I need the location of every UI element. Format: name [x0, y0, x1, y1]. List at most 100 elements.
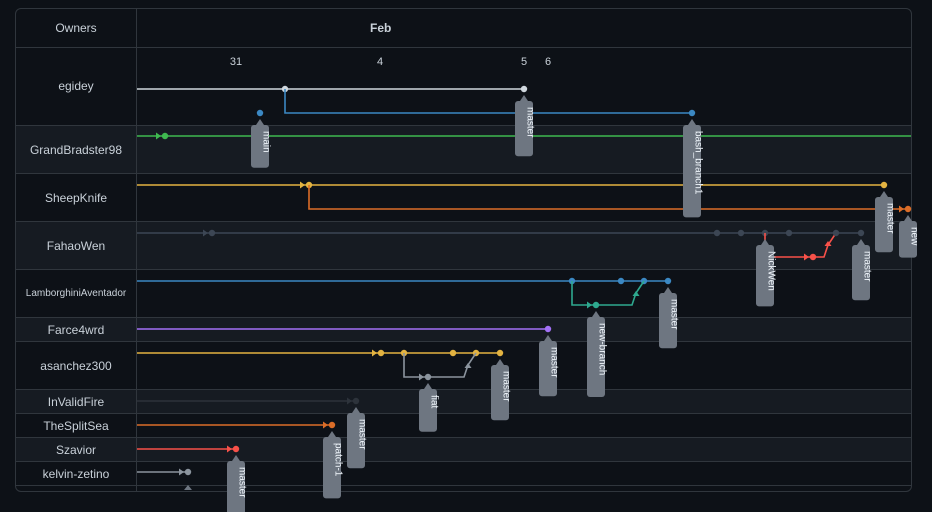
owners-header: Owners	[16, 9, 136, 48]
branch-tag-pointer	[256, 119, 264, 125]
commit-dot[interactable]	[857, 229, 865, 237]
commit-dot[interactable]	[328, 421, 336, 429]
arrow-head	[179, 468, 184, 476]
owner-name[interactable]: egidey	[58, 79, 94, 93]
branch-tag[interactable]	[852, 245, 870, 301]
branch-tag[interactable]	[875, 197, 893, 253]
branch-tag-label: master	[862, 251, 873, 282]
branch-tag[interactable]	[227, 461, 245, 512]
commit-dot[interactable]	[520, 85, 528, 93]
commit-dot[interactable]	[904, 205, 912, 213]
branch-tag[interactable]	[491, 365, 509, 421]
branch-tag-pointer	[904, 215, 912, 221]
branch-tag-pointer	[520, 95, 528, 101]
branch-tag-label: NickWen	[766, 251, 777, 291]
branch-tag-label: master	[549, 347, 560, 378]
commit-dot[interactable]	[496, 349, 504, 357]
branch-line	[571, 281, 596, 306]
branch-tag[interactable]	[683, 125, 701, 218]
branch-tag-pointer	[496, 359, 504, 365]
branch-tag[interactable]	[251, 125, 269, 168]
commit-dot[interactable]	[256, 109, 264, 117]
branch-tag-pointer	[544, 335, 552, 341]
owner-name[interactable]: SheepKnife	[44, 191, 108, 205]
branch-tag-pointer	[761, 239, 769, 245]
branch-tag[interactable]	[587, 317, 605, 397]
arrow-head	[300, 181, 305, 189]
commit-dot[interactable]	[544, 325, 552, 333]
branch-tag-label: master	[237, 467, 248, 498]
branch-tag-label: master	[885, 203, 896, 234]
owner-row	[16, 438, 911, 462]
arrow-head	[227, 445, 232, 453]
owner-row	[16, 174, 911, 222]
branch-tag[interactable]	[347, 413, 365, 469]
day-label-4: 4	[376, 56, 384, 68]
owner-name[interactable]: FahaoWen	[46, 239, 106, 253]
owner-name[interactable]: Farce4wrd	[47, 323, 105, 337]
arrow-head	[464, 363, 472, 368]
arrow-head	[632, 291, 640, 296]
arrow-head	[156, 132, 161, 140]
branch-line	[596, 280, 645, 306]
branch-line	[308, 185, 911, 210]
branch-tag-label: fiat	[429, 395, 440, 409]
commit-dot[interactable]	[377, 349, 385, 357]
arrow-head	[899, 205, 904, 213]
branch-tag-pointer	[232, 455, 240, 461]
branch-tag[interactable]	[659, 293, 677, 349]
owner-row	[16, 47, 911, 126]
owner-name[interactable]: InValidFire	[47, 395, 105, 409]
owner-name[interactable]: kelvin-zetino	[42, 467, 110, 481]
owner-name[interactable]: asanchez300	[40, 359, 112, 373]
owner-row	[16, 318, 911, 342]
owner-row	[16, 342, 911, 390]
commit-dot[interactable]	[617, 277, 625, 285]
branch-tag[interactable]	[756, 245, 774, 307]
arrow-head	[323, 421, 328, 429]
owner-row	[16, 270, 911, 318]
branch-tag-pointer	[880, 191, 888, 197]
branch-tag-label: new	[909, 227, 920, 246]
branch-tag-pointer	[424, 383, 432, 389]
branch-tag[interactable]	[323, 437, 341, 499]
branch-tag[interactable]	[515, 101, 533, 157]
arrow-head	[419, 373, 424, 381]
day-label-5: 5	[520, 56, 528, 68]
owner-name[interactable]: GrandBradster98	[29, 143, 123, 157]
commit-dot[interactable]	[737, 229, 745, 237]
commit-dot[interactable]	[785, 229, 793, 237]
branch-tag[interactable]	[419, 389, 437, 432]
arrow-head	[347, 397, 352, 405]
branch-tag-label: master	[501, 371, 512, 402]
commit-dot[interactable]	[161, 132, 169, 140]
commit-dot[interactable]	[880, 181, 888, 189]
branch-tag-label: bash_branch1	[693, 131, 704, 195]
commit-dot[interactable]	[688, 109, 696, 117]
day-label-31: 31	[229, 56, 243, 68]
commit-dot[interactable]	[208, 229, 216, 237]
commit-dot[interactable]	[449, 349, 457, 357]
month-label: Feb	[370, 21, 392, 35]
commit-dot[interactable]	[352, 397, 360, 405]
branch-tag-pointer	[857, 239, 865, 245]
branch-tag-pointer	[184, 485, 192, 490]
commit-dot[interactable]	[832, 229, 840, 237]
branch-tag[interactable]	[539, 341, 557, 397]
commit-dot[interactable]	[232, 445, 240, 453]
owner-name[interactable]: Szavior	[55, 443, 96, 457]
owner-row	[16, 390, 911, 414]
header-divider	[136, 47, 911, 48]
branch-tag[interactable]	[899, 221, 917, 258]
branch-tag-pointer	[664, 287, 672, 293]
owner-name[interactable]: TheSplitSea	[43, 419, 109, 433]
commit-dot[interactable]	[184, 468, 192, 476]
owner-name[interactable]: LamborghiniAventador	[25, 288, 127, 299]
arrow-head	[824, 241, 832, 246]
branch-tag-label: master	[669, 299, 680, 330]
commit-dot[interactable]	[713, 229, 721, 237]
branch-line	[284, 89, 692, 114]
commit-dot[interactable]	[664, 277, 672, 285]
